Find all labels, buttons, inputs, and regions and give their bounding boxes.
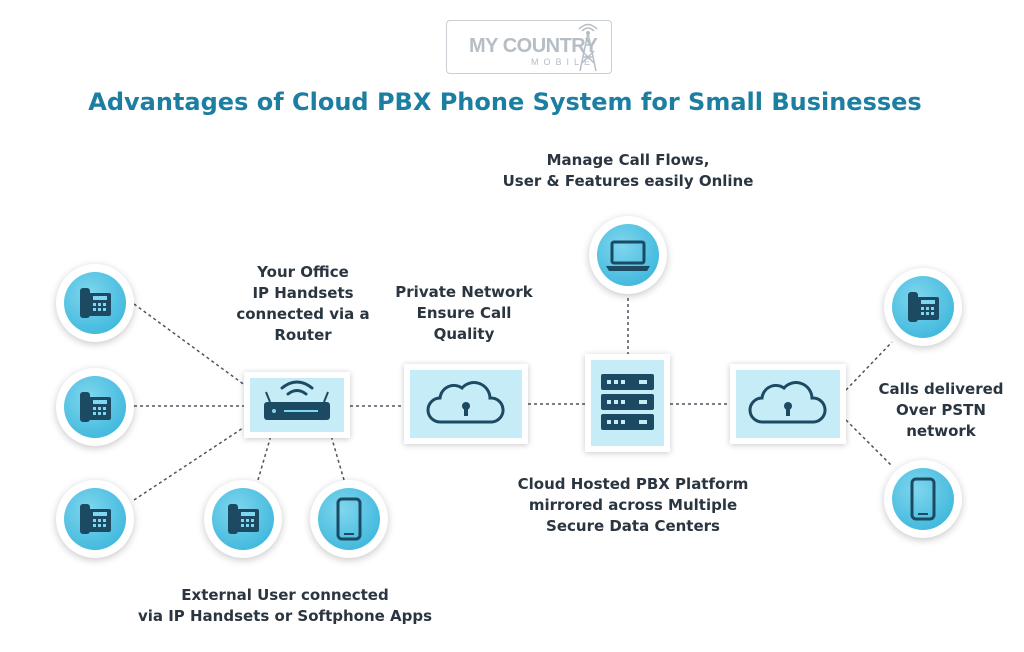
router-node xyxy=(244,372,350,438)
connector-phone3-router xyxy=(133,425,247,501)
label-cloud-pbx: Cloud Hosted PBX Platform mirrored acros… xyxy=(517,475,749,535)
wifi-router-icon xyxy=(264,380,330,420)
cloud-lock-icon xyxy=(748,381,827,424)
external-phone xyxy=(204,480,282,558)
external-mobile xyxy=(310,480,388,558)
desk-phone-icon xyxy=(80,288,111,318)
brand-logo: MY COUNTRY MOBILE xyxy=(446,20,612,74)
pstn-cloud-node xyxy=(730,364,846,444)
desk-phone-icon xyxy=(228,504,259,534)
pstn-phone xyxy=(884,268,962,346)
smartphone-icon xyxy=(336,497,362,541)
server-node xyxy=(585,354,670,452)
smartphone-icon xyxy=(910,477,936,521)
label-pstn: Calls delivered Over PSTN network xyxy=(878,380,1004,440)
label-manage: Manage Call Flows, User & Features easil… xyxy=(502,151,754,190)
server-icon xyxy=(601,374,654,430)
office-phone-1 xyxy=(56,264,134,342)
connector-phone1-router xyxy=(133,303,247,387)
connector-cloud2-phone xyxy=(845,341,893,391)
laptop-icon xyxy=(606,240,650,271)
page-title: Advantages of Cloud PBX Phone System for… xyxy=(88,88,922,116)
tower-icon xyxy=(578,23,598,72)
label-private-network: Private Network Ensure Call Quality xyxy=(395,283,533,343)
private-cloud-node xyxy=(404,364,528,444)
connector-extphone-router xyxy=(257,431,273,481)
connector-cloud2-mobile xyxy=(845,419,893,467)
logo-subtext: MOBILE xyxy=(531,57,596,67)
cloud-lock-icon xyxy=(426,381,505,424)
office-phone-2 xyxy=(56,368,134,446)
connector-mobile-router xyxy=(329,431,345,481)
logo-text: MY COUNTRY xyxy=(469,35,598,57)
desk-phone-icon xyxy=(80,504,111,534)
desk-phone-icon xyxy=(908,292,939,322)
office-phone-3 xyxy=(56,480,134,558)
label-office: Your Office IP Handsets connected via a … xyxy=(236,263,370,344)
laptop-node xyxy=(589,216,667,294)
desk-phone-icon xyxy=(80,392,111,422)
label-external: External User connected via IP Handsets … xyxy=(137,586,433,625)
pstn-mobile xyxy=(884,460,962,538)
